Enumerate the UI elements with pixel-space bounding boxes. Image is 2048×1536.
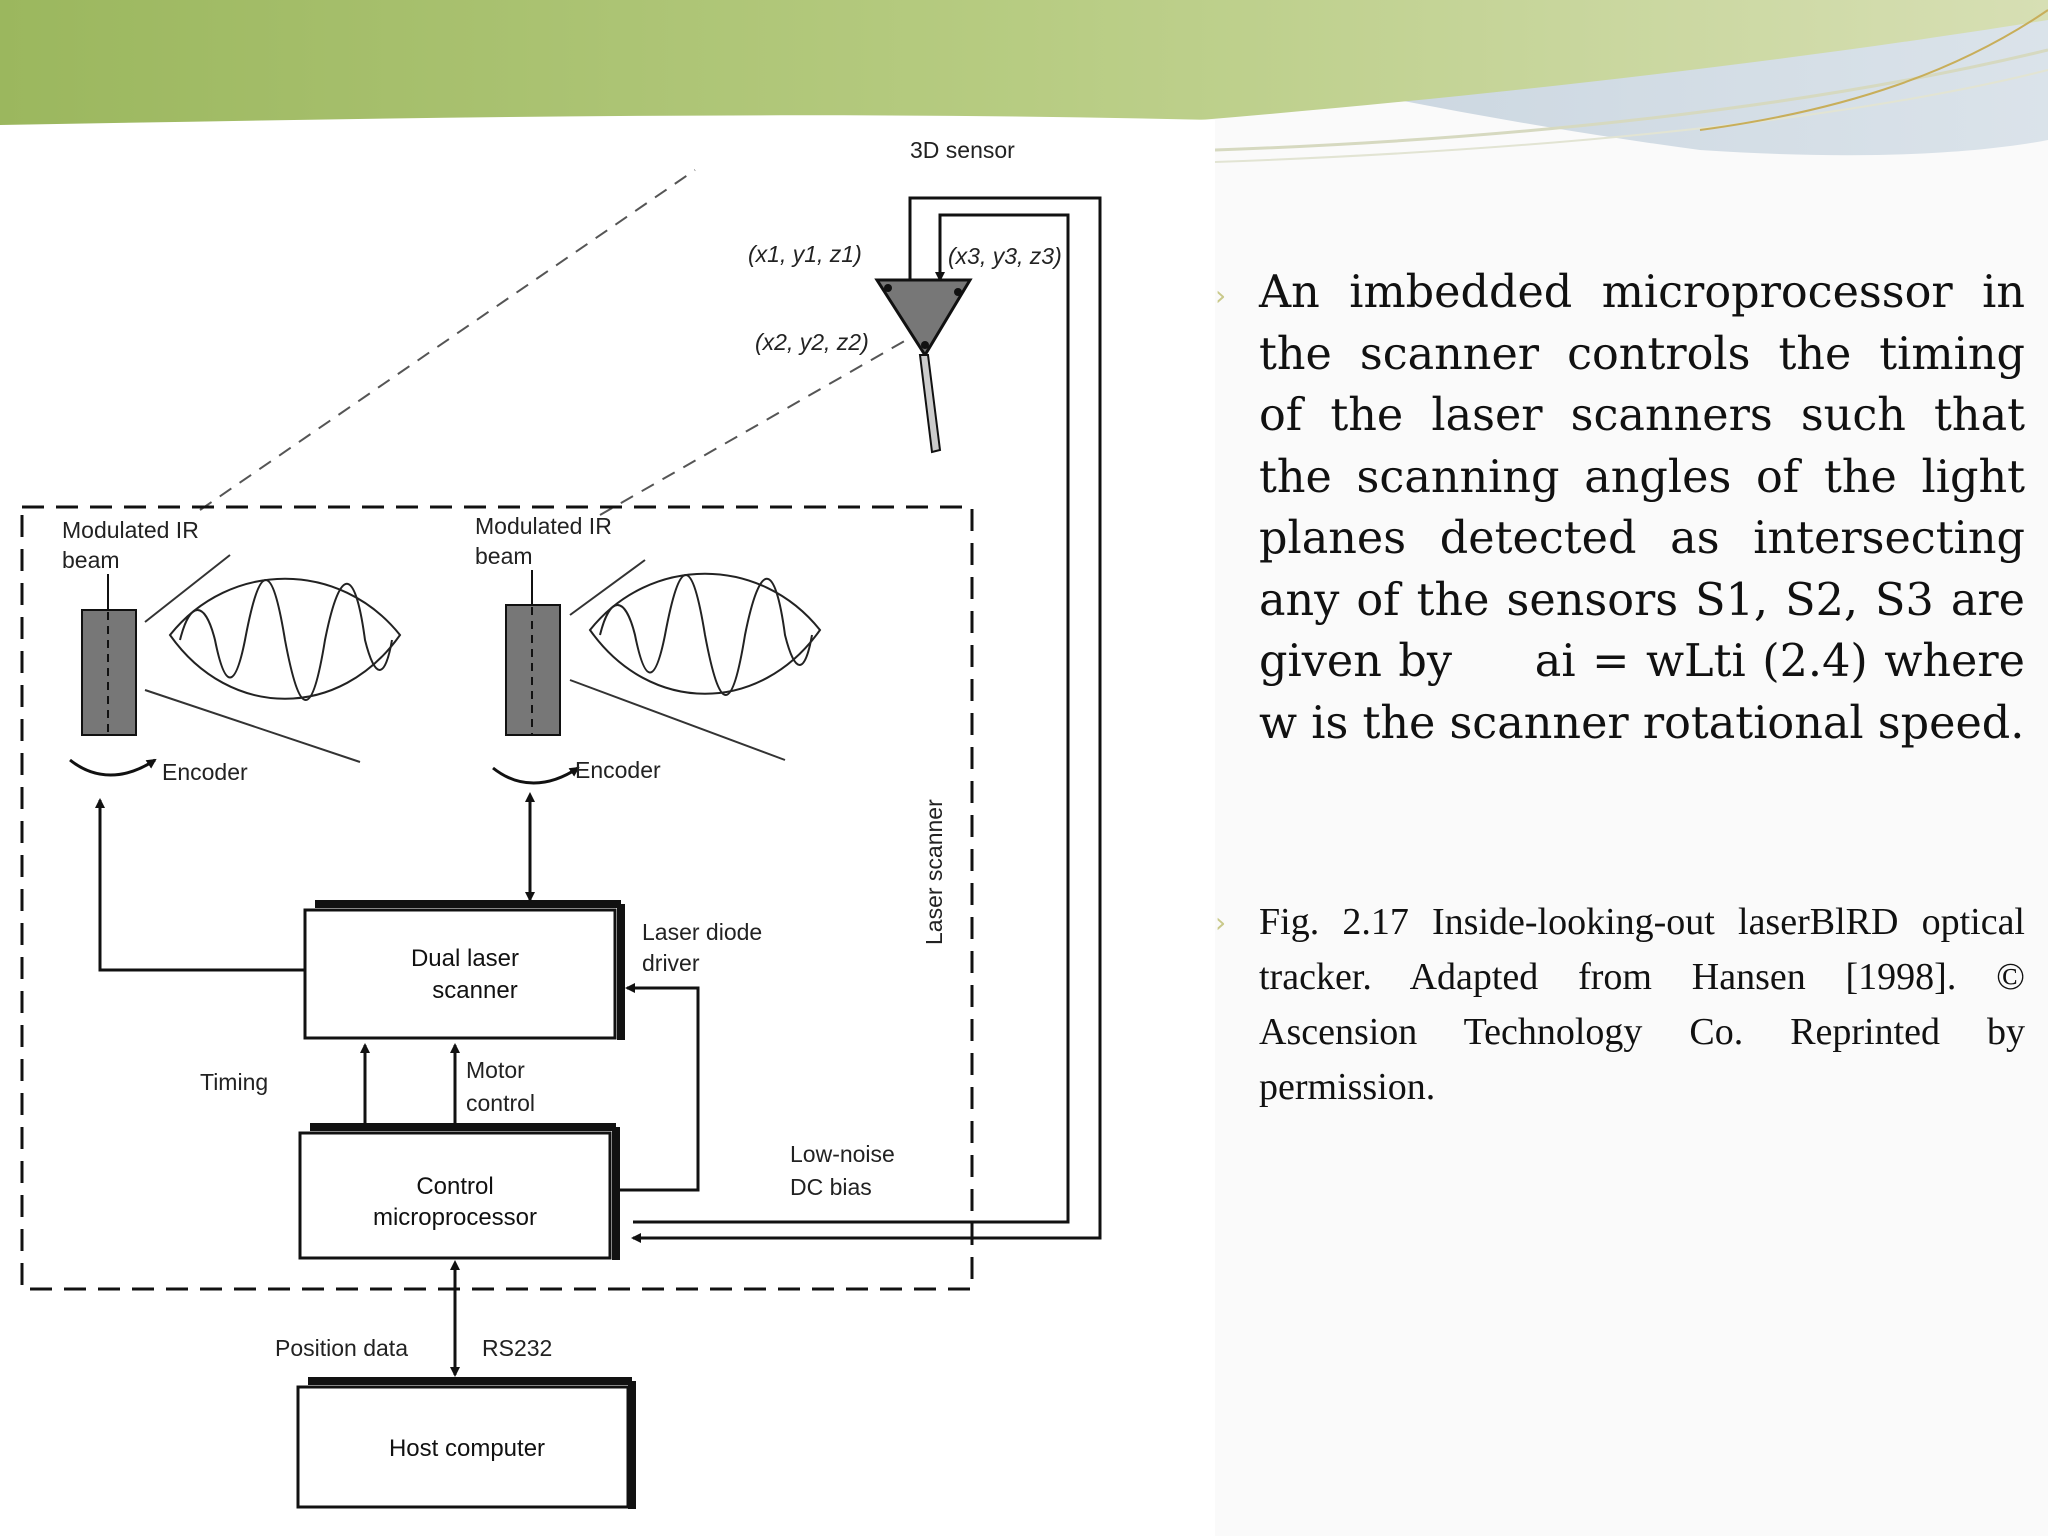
wave-left	[179, 579, 393, 701]
sensor-stylus	[918, 354, 942, 454]
bullet-2-text: Fig. 2.17 Inside-looking-out laserBlRD o…	[1259, 901, 2025, 1108]
laser-diode-driver-line-2: driver	[642, 950, 700, 976]
optical-tracker-diagram: 3D sensor (x1, y1, z1) (x2, y2, z2) (x3,…	[20, 137, 1102, 1509]
beam-left-line-1: Modulated IR	[62, 517, 199, 543]
bullet-1-text: An imbedded microprocessor in the scanne…	[1259, 267, 2040, 749]
encoder-left-to-scanner	[95, 798, 305, 972]
beam-left-line-2: beam	[62, 547, 120, 573]
encoder-left-arc	[69, 758, 157, 777]
beam-left-top	[144, 554, 231, 623]
laser-diode-driver-line	[620, 983, 700, 1192]
sensor-s2	[921, 341, 929, 349]
control-microprocessor-line-1: Control	[416, 1173, 493, 1200]
rs232-label: RS232	[482, 1335, 552, 1361]
position-data-label: Position data	[275, 1335, 408, 1361]
control-microprocessor-box	[298, 1131, 612, 1260]
sensor-loop-outer	[631, 196, 1102, 1243]
beam-left-bottom	[144, 689, 361, 763]
sensor-point-1-label: (x1, y1, z1)	[748, 241, 862, 267]
sensor-s1	[884, 284, 892, 292]
timing-label: Timing	[200, 1069, 268, 1095]
wave-right	[599, 574, 813, 696]
dc-bias-line-1: Low-noise	[790, 1141, 895, 1167]
host-computer-label: Host computer	[389, 1435, 545, 1462]
encoder-right-arc	[492, 766, 580, 785]
light-plane-left	[199, 169, 696, 511]
bullet-item-2: › Fig. 2.17 Inside-looking-out laserBlRD…	[1215, 895, 2025, 1115]
sensor-title: 3D sensor	[910, 137, 1015, 163]
beam-right-bottom	[569, 679, 786, 761]
dual-laser-scanner-box	[303, 908, 617, 1040]
figure-panel	[0, 125, 1215, 1536]
sensor-triangle	[874, 278, 973, 358]
sensor-s3	[954, 288, 962, 296]
beam-right-top	[569, 559, 646, 616]
laser-scanner-enclosure	[20, 505, 974, 1291]
control-microprocessor-line-2: microprocessor	[373, 1204, 537, 1231]
encoder-left-label: Encoder	[162, 759, 248, 785]
wave-envelope-left	[168, 577, 402, 700]
dual-laser-scanner-line-2: scanner	[432, 977, 517, 1004]
dual-laser-scanner-line-1: Dual laser	[411, 945, 519, 972]
host-computer-box	[296, 1385, 630, 1509]
beam-right-line-2: beam	[475, 543, 533, 569]
wave-envelope-right	[588, 572, 822, 695]
light-plane-right	[599, 334, 916, 516]
motor-control-line-1: Motor	[466, 1057, 525, 1083]
bullet-item-1: › An imbedded microprocessor in the scan…	[1215, 262, 2025, 754]
bullet-marker-icon: ›	[1215, 279, 1227, 312]
bullet-marker-icon: ›	[1215, 906, 1227, 939]
laser-diode-driver-line-1: Laser diode	[642, 919, 762, 945]
motor-control-line-2: control	[466, 1090, 535, 1116]
dc-bias-line-2: DC bias	[790, 1174, 872, 1200]
sensor-point-2-label: (x2, y2, z2)	[755, 329, 869, 355]
text-panel: › An imbedded microprocessor in the scan…	[1215, 240, 2025, 1240]
beam-right-line-1: Modulated IR	[475, 513, 612, 539]
sensor-point-3-label: (x3, y3, z3)	[948, 243, 1062, 269]
laser-scanner-label: Laser scanner	[921, 799, 947, 945]
encoder-right-label: Encoder	[575, 757, 661, 783]
